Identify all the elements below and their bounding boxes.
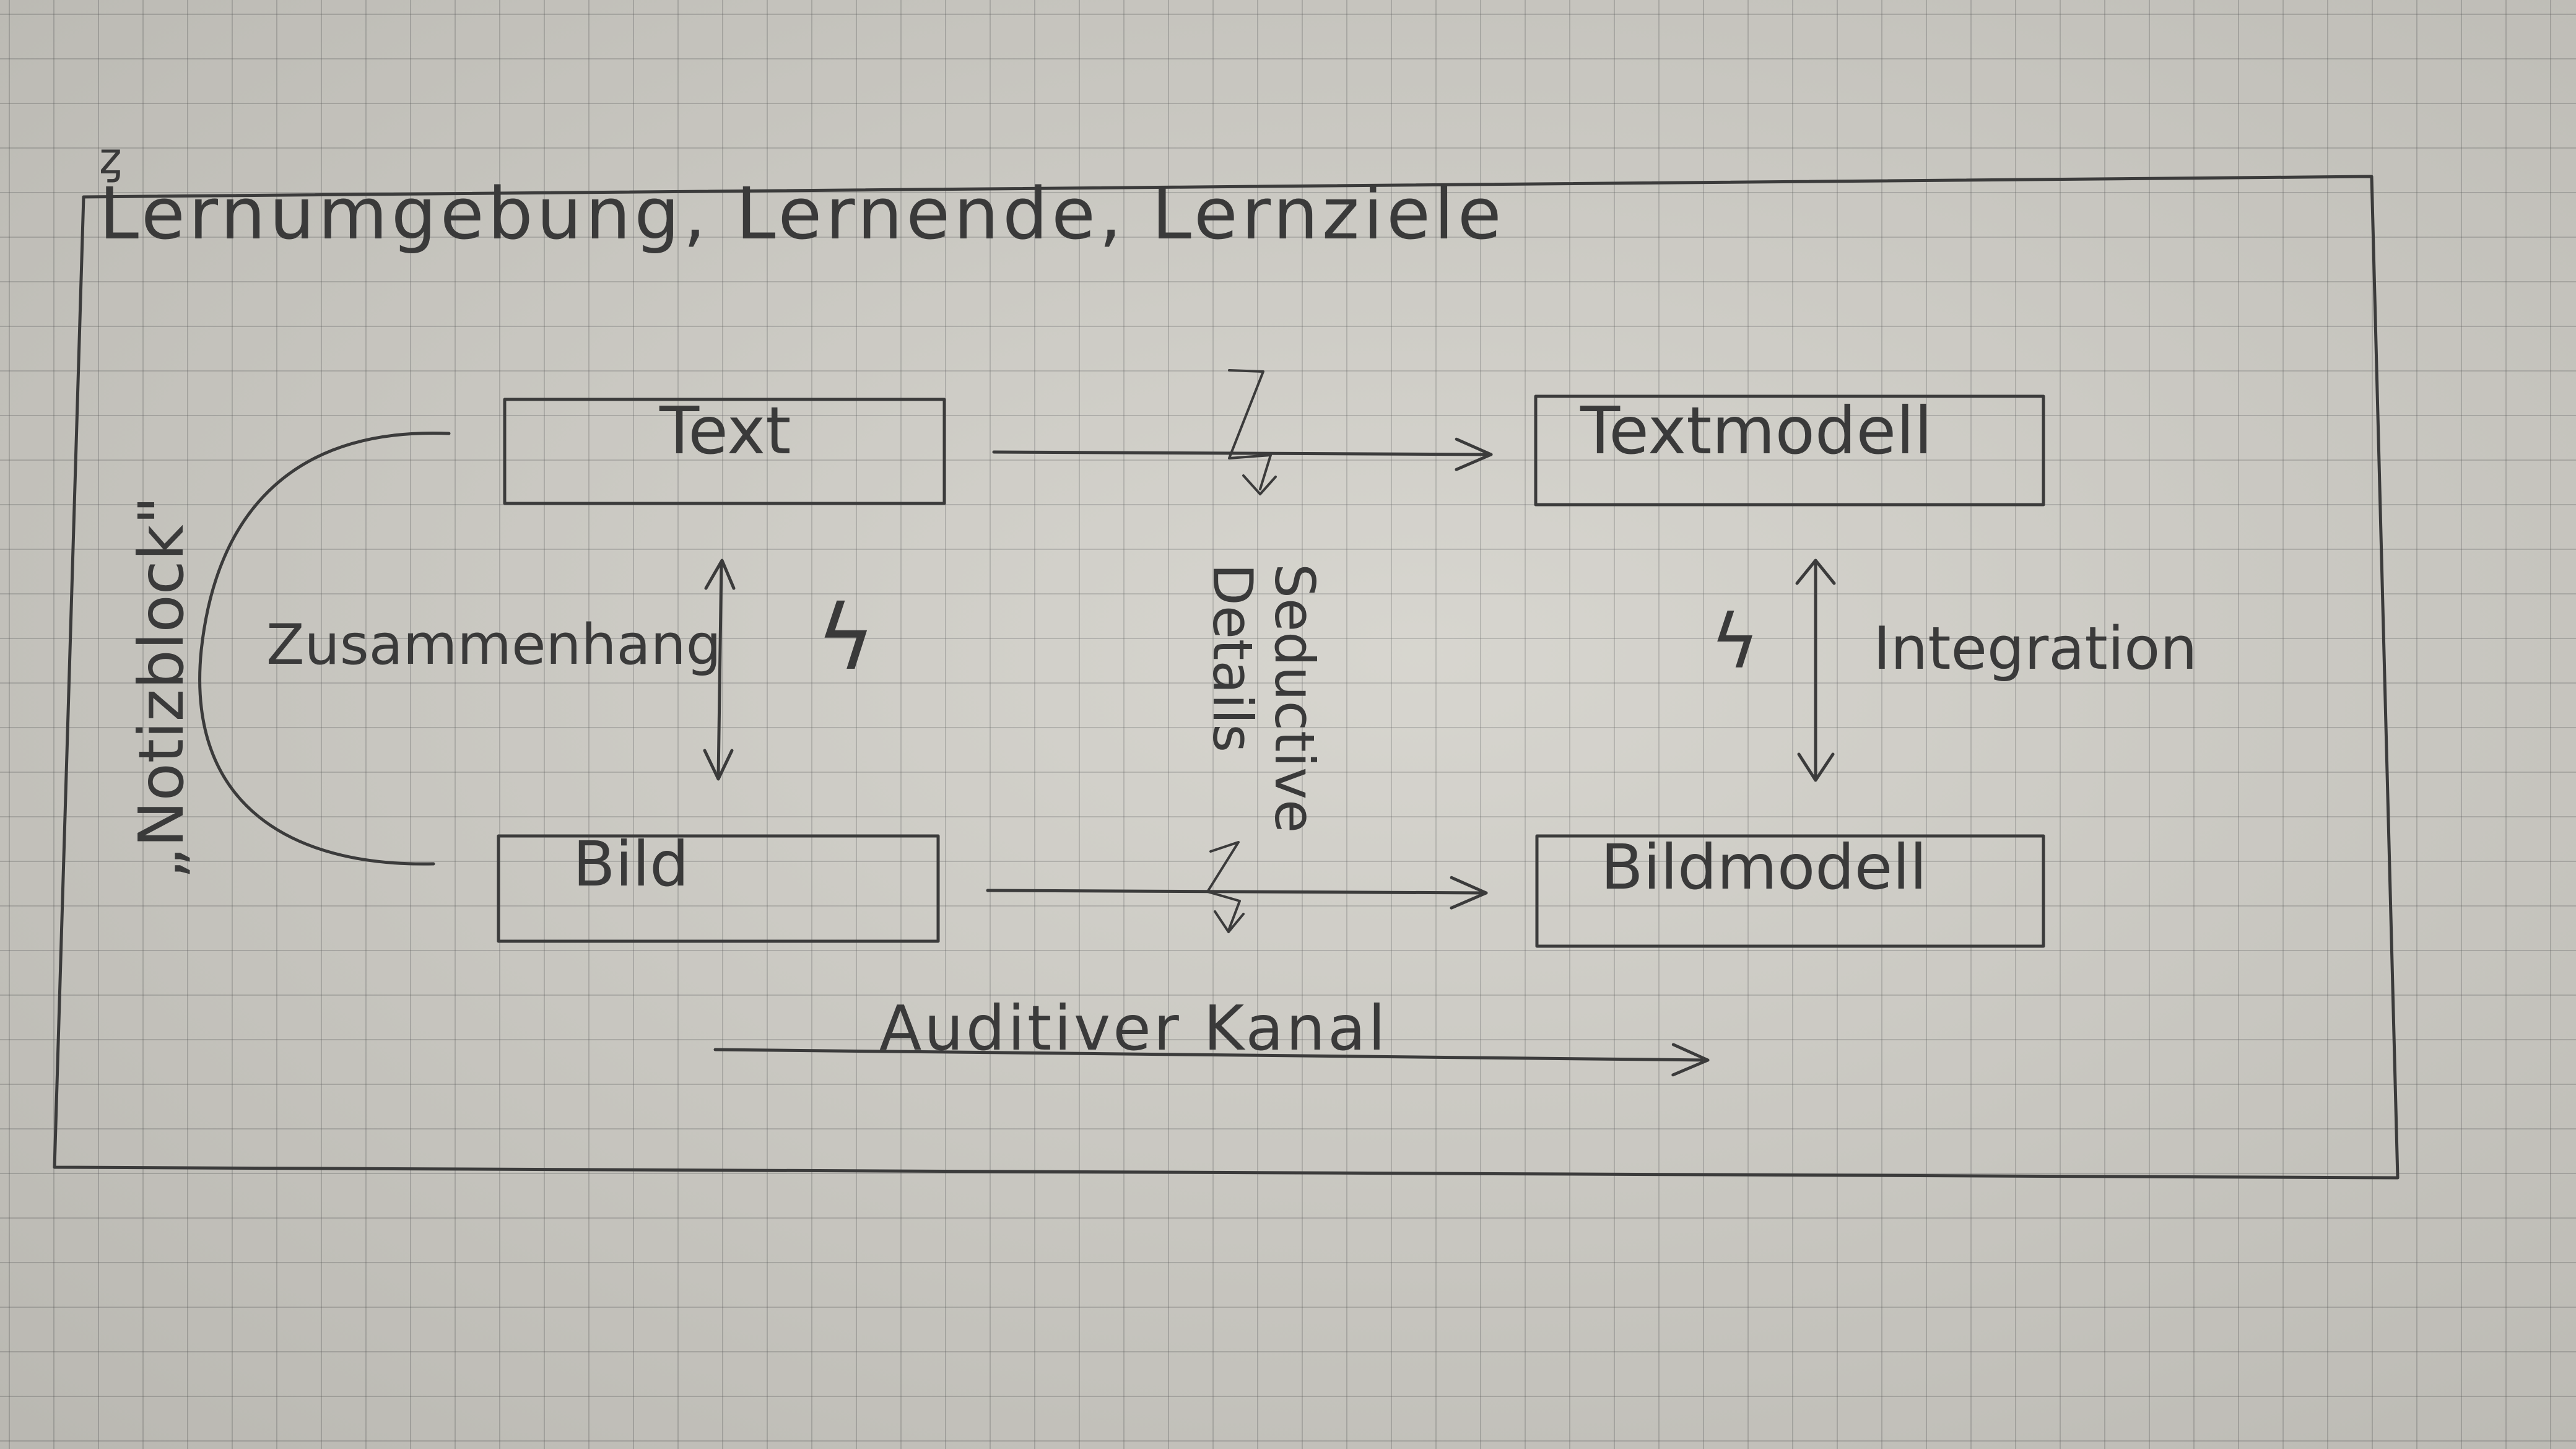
- notizblock-label: „Notizblock": [125, 496, 198, 879]
- conflict-symbol-left: ϟ: [816, 586, 876, 690]
- arrow-text-to-textmodell: [992, 437, 1493, 471]
- arrow-bild-to-bildmodell: [986, 876, 1488, 910]
- header-title: Lernumgebung, Lernende, Lernziele: [99, 173, 1505, 256]
- box-text-label: Text: [659, 393, 791, 469]
- arrow-auditiver-kanal: [713, 1043, 1710, 1077]
- box-text: Text: [503, 393, 946, 505]
- label-details: Details: [1201, 564, 1264, 752]
- label-zusammenhang: Zusammenhang: [266, 612, 721, 677]
- outer-frame: [53, 175, 2400, 1180]
- conflict-symbol-right: ϟ: [1710, 599, 1759, 685]
- box-bild-label: Bild: [573, 828, 689, 900]
- corner-mark: ȥ: [99, 133, 122, 184]
- seductive-details-arrow-top: [1228, 369, 1277, 495]
- box-bildmodell-label: Bildmodell: [1601, 831, 1927, 903]
- label-auditiver-kanal: Auditiver Kanal: [879, 992, 1388, 1064]
- arrow-integration: [1795, 559, 1836, 782]
- box-bildmodell: Bildmodell: [1535, 831, 2045, 948]
- label-seductive: Seductive: [1263, 564, 1326, 833]
- box-textmodell: Textmodell: [1534, 393, 2045, 507]
- box-bild: Bild: [497, 828, 940, 943]
- arrow-zusammenhang: [703, 559, 736, 781]
- seductive-details-arrow-bottom: [1206, 841, 1245, 933]
- label-integration: Integration: [1873, 615, 2197, 683]
- box-textmodell-label: Textmodell: [1580, 393, 1932, 469]
- notizblock-curve: [198, 431, 451, 866]
